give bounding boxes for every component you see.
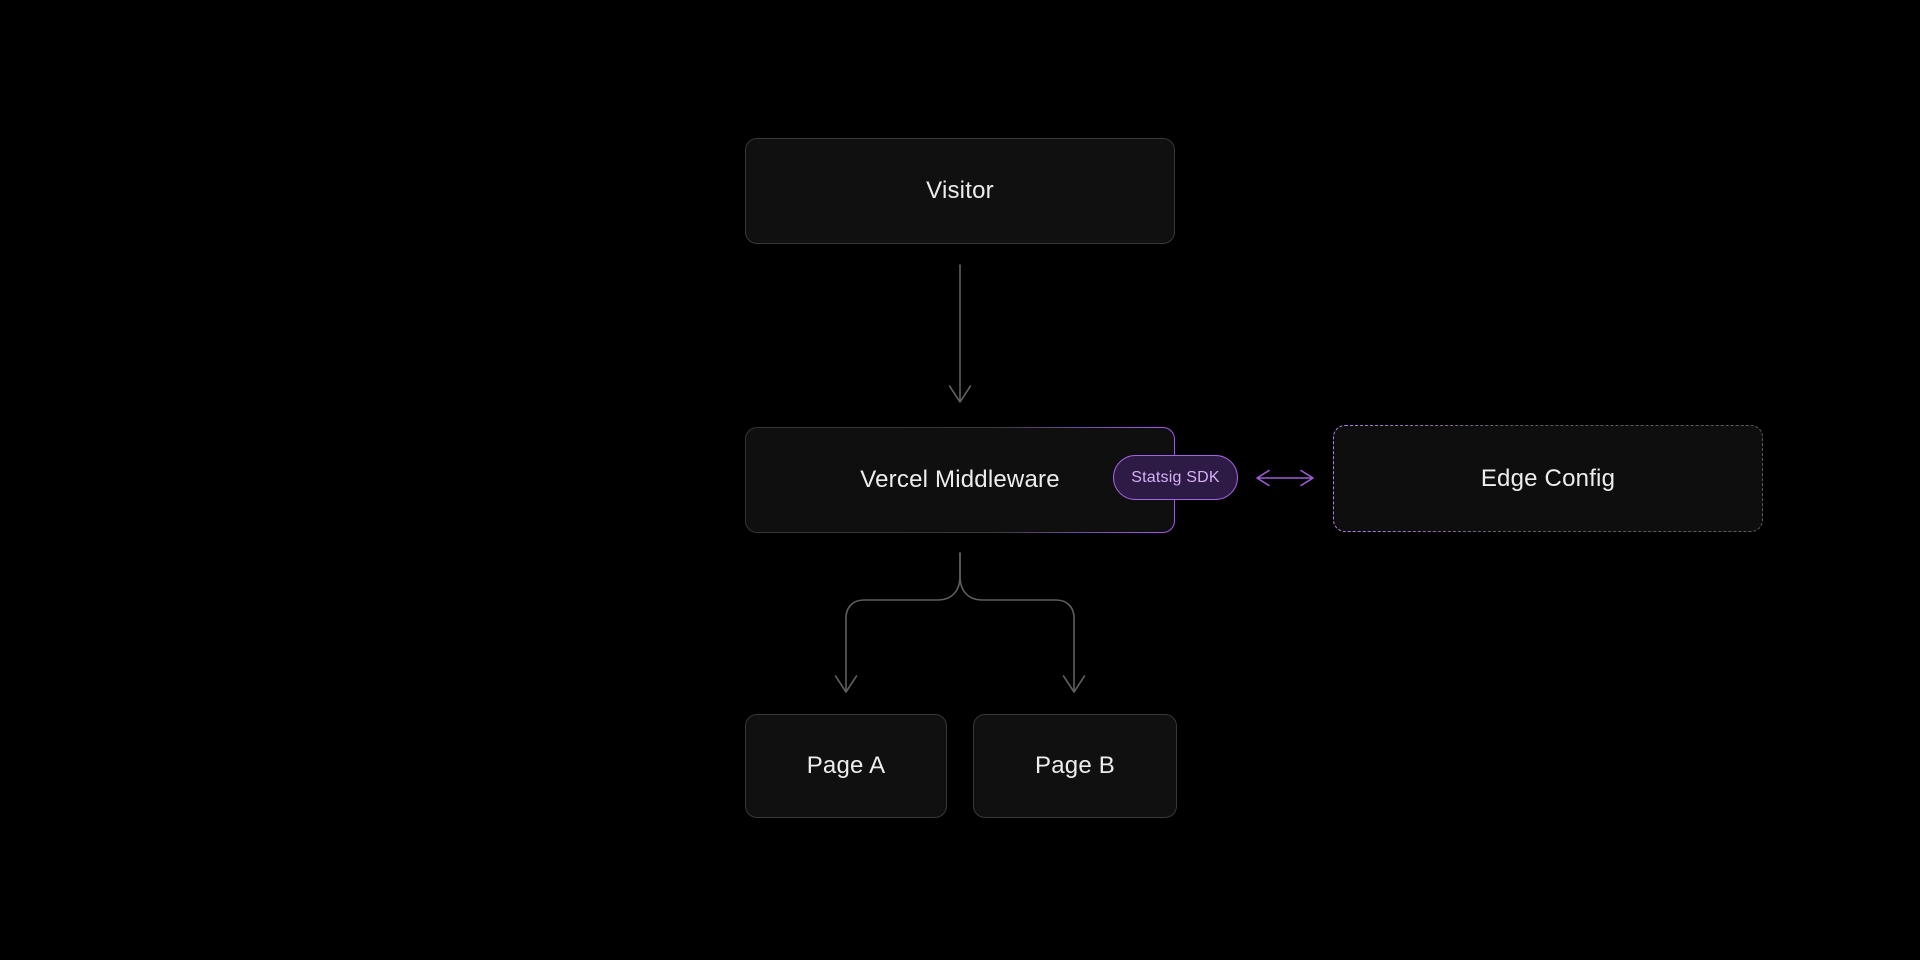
- node-page-b-label: Page B: [1035, 752, 1115, 779]
- node-visitor-label: Visitor: [926, 177, 994, 204]
- edge-middleware-to-edge-config-double-arrow: [1256, 469, 1314, 487]
- node-vercel-middleware: Vercel Middleware: [745, 427, 1175, 533]
- edge-visitor-to-middleware-arrow: [948, 264, 972, 403]
- edge-middleware-to-page-a-arrow: [834, 552, 961, 693]
- node-vercel-middleware-body: Vercel Middleware: [746, 428, 1174, 532]
- node-edge-config: Edge Config: [1333, 425, 1763, 532]
- node-page-a: Page A: [745, 714, 947, 818]
- statsig-sdk-badge: Statsig SDK: [1113, 455, 1238, 500]
- node-edge-config-label: Edge Config: [1480, 464, 1616, 492]
- statsig-sdk-badge-label: Statsig SDK: [1131, 468, 1220, 486]
- node-vercel-middleware-label: Vercel Middleware: [860, 466, 1060, 493]
- node-page-a-label: Page A: [806, 752, 886, 779]
- edge-middleware-to-page-b-arrow: [959, 552, 1086, 693]
- node-page-b: Page B: [973, 714, 1177, 818]
- node-visitor: Visitor: [745, 138, 1175, 244]
